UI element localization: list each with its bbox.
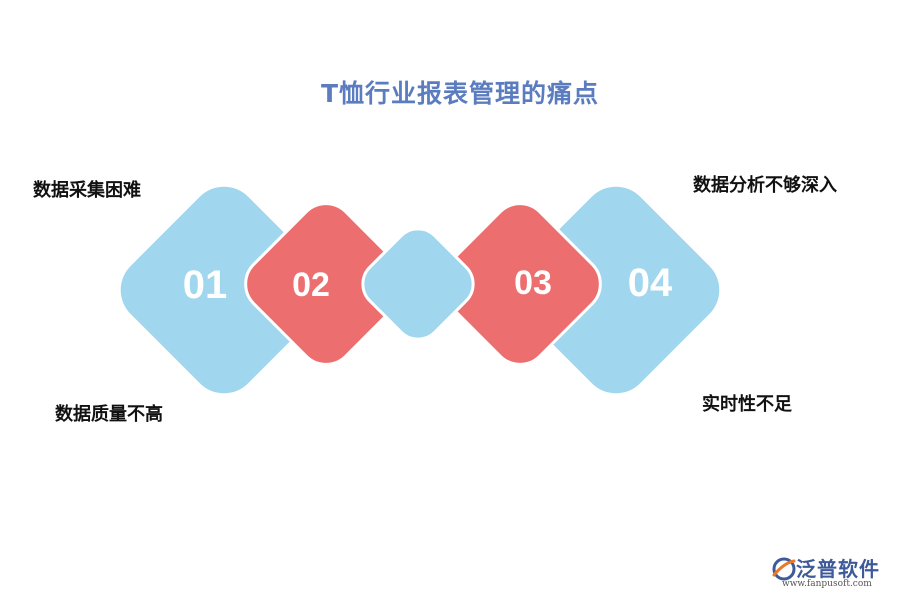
label-04: 实时性不足 <box>702 394 792 415</box>
center-diamond <box>361 227 475 341</box>
number-02: 02 <box>292 266 330 304</box>
logo-mark-icon <box>772 557 796 581</box>
number-04: 04 <box>628 261 673 305</box>
number-03: 03 <box>514 264 552 302</box>
number-01: 01 <box>183 263 228 307</box>
diamond-02 <box>244 202 408 366</box>
diamond-03 <box>438 202 602 366</box>
brand-logo: 泛普软件 www.fanpusoft.com <box>770 553 894 597</box>
label-02: 数据质量不高 <box>55 404 163 425</box>
diamond-01 <box>120 186 328 394</box>
logo-url: www.fanpusoft.com <box>782 579 872 589</box>
label-03: 数据分析不够深入 <box>693 175 837 196</box>
page-title: T恤行业报表管理的痛点 <box>320 79 600 108</box>
label-01: 数据采集困难 <box>33 180 141 201</box>
logo-name: 泛普软件 <box>796 557 880 581</box>
